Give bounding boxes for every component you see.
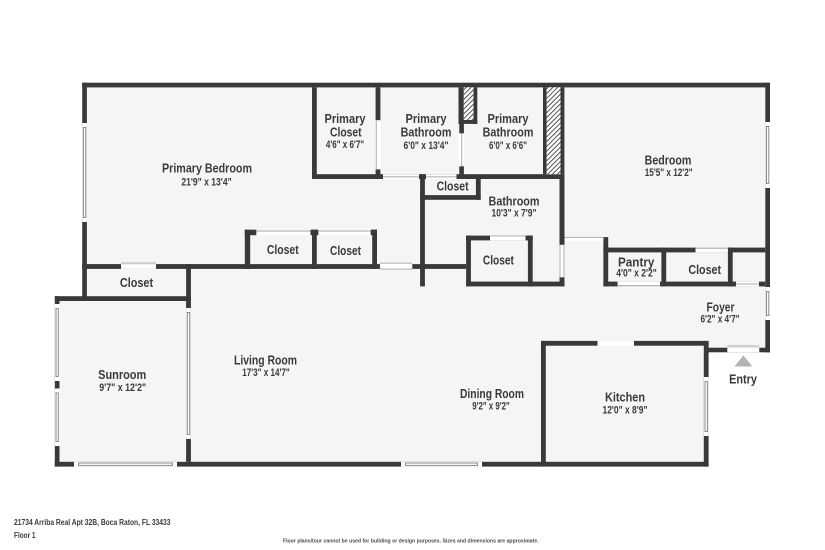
svg-text:Entry: Entry	[729, 372, 757, 386]
svg-text:6'0" x 13'4": 6'0" x 13'4"	[404, 140, 449, 152]
svg-text:4'0" x 2'2": 4'0" x 2'2"	[616, 268, 657, 280]
svg-text:Pantry: Pantry	[618, 255, 654, 269]
svg-text:9'7" x 12'2": 9'7" x 12'2"	[99, 382, 146, 394]
svg-text:9'2" x 9'2": 9'2" x 9'2"	[472, 401, 510, 413]
svg-text:Closet: Closet	[267, 243, 299, 257]
svg-text:Bathroom: Bathroom	[483, 126, 534, 140]
svg-text:Closet: Closet	[483, 253, 515, 267]
svg-text:Bathroom: Bathroom	[401, 126, 452, 140]
svg-text:Sunroom: Sunroom	[98, 368, 146, 382]
svg-text:6'2" x 4'7": 6'2" x 4'7"	[700, 314, 739, 326]
svg-text:Bathroom: Bathroom	[489, 194, 540, 208]
svg-text:12'0" x 8'9": 12'0" x 8'9"	[603, 405, 648, 417]
svg-text:21'9" x 13'4": 21'9" x 13'4"	[181, 176, 231, 188]
svg-text:Primary Bedroom: Primary Bedroom	[162, 162, 252, 176]
svg-text:Dining Room: Dining Room	[460, 387, 524, 401]
svg-text:Closet: Closet	[330, 126, 362, 140]
svg-text:Closet: Closet	[688, 263, 721, 277]
svg-text:Closet: Closet	[437, 179, 470, 193]
svg-text:Primary: Primary	[325, 112, 366, 126]
svg-text:17'3" x 14'7": 17'3" x 14'7"	[242, 367, 290, 379]
svg-text:6'0" x 6'6": 6'0" x 6'6"	[489, 140, 527, 152]
svg-text:Floor plans/tour cannot be use: Floor plans/tour cannot be used for buil…	[283, 539, 539, 545]
svg-text:Bedroom: Bedroom	[645, 153, 692, 167]
svg-text:Foyer: Foyer	[707, 300, 735, 314]
svg-text:4'6" x 6'7": 4'6" x 6'7"	[326, 139, 364, 151]
svg-text:15'5" x 12'2": 15'5" x 12'2"	[645, 167, 693, 179]
svg-text:10'3" x 7'9": 10'3" x 7'9"	[492, 208, 537, 220]
svg-text:Floor 1: Floor 1	[14, 531, 36, 540]
svg-text:Primary: Primary	[406, 112, 447, 126]
svg-text:Kitchen: Kitchen	[605, 390, 645, 404]
svg-text:Primary: Primary	[488, 112, 529, 126]
svg-text:Living Room: Living Room	[234, 353, 297, 367]
svg-text:21734 Arriba Real Apt 32B, Boc: 21734 Arriba Real Apt 32B, Boca Raton, F…	[14, 518, 171, 527]
svg-text:Closet: Closet	[330, 244, 362, 258]
svg-text:Closet: Closet	[120, 276, 154, 290]
